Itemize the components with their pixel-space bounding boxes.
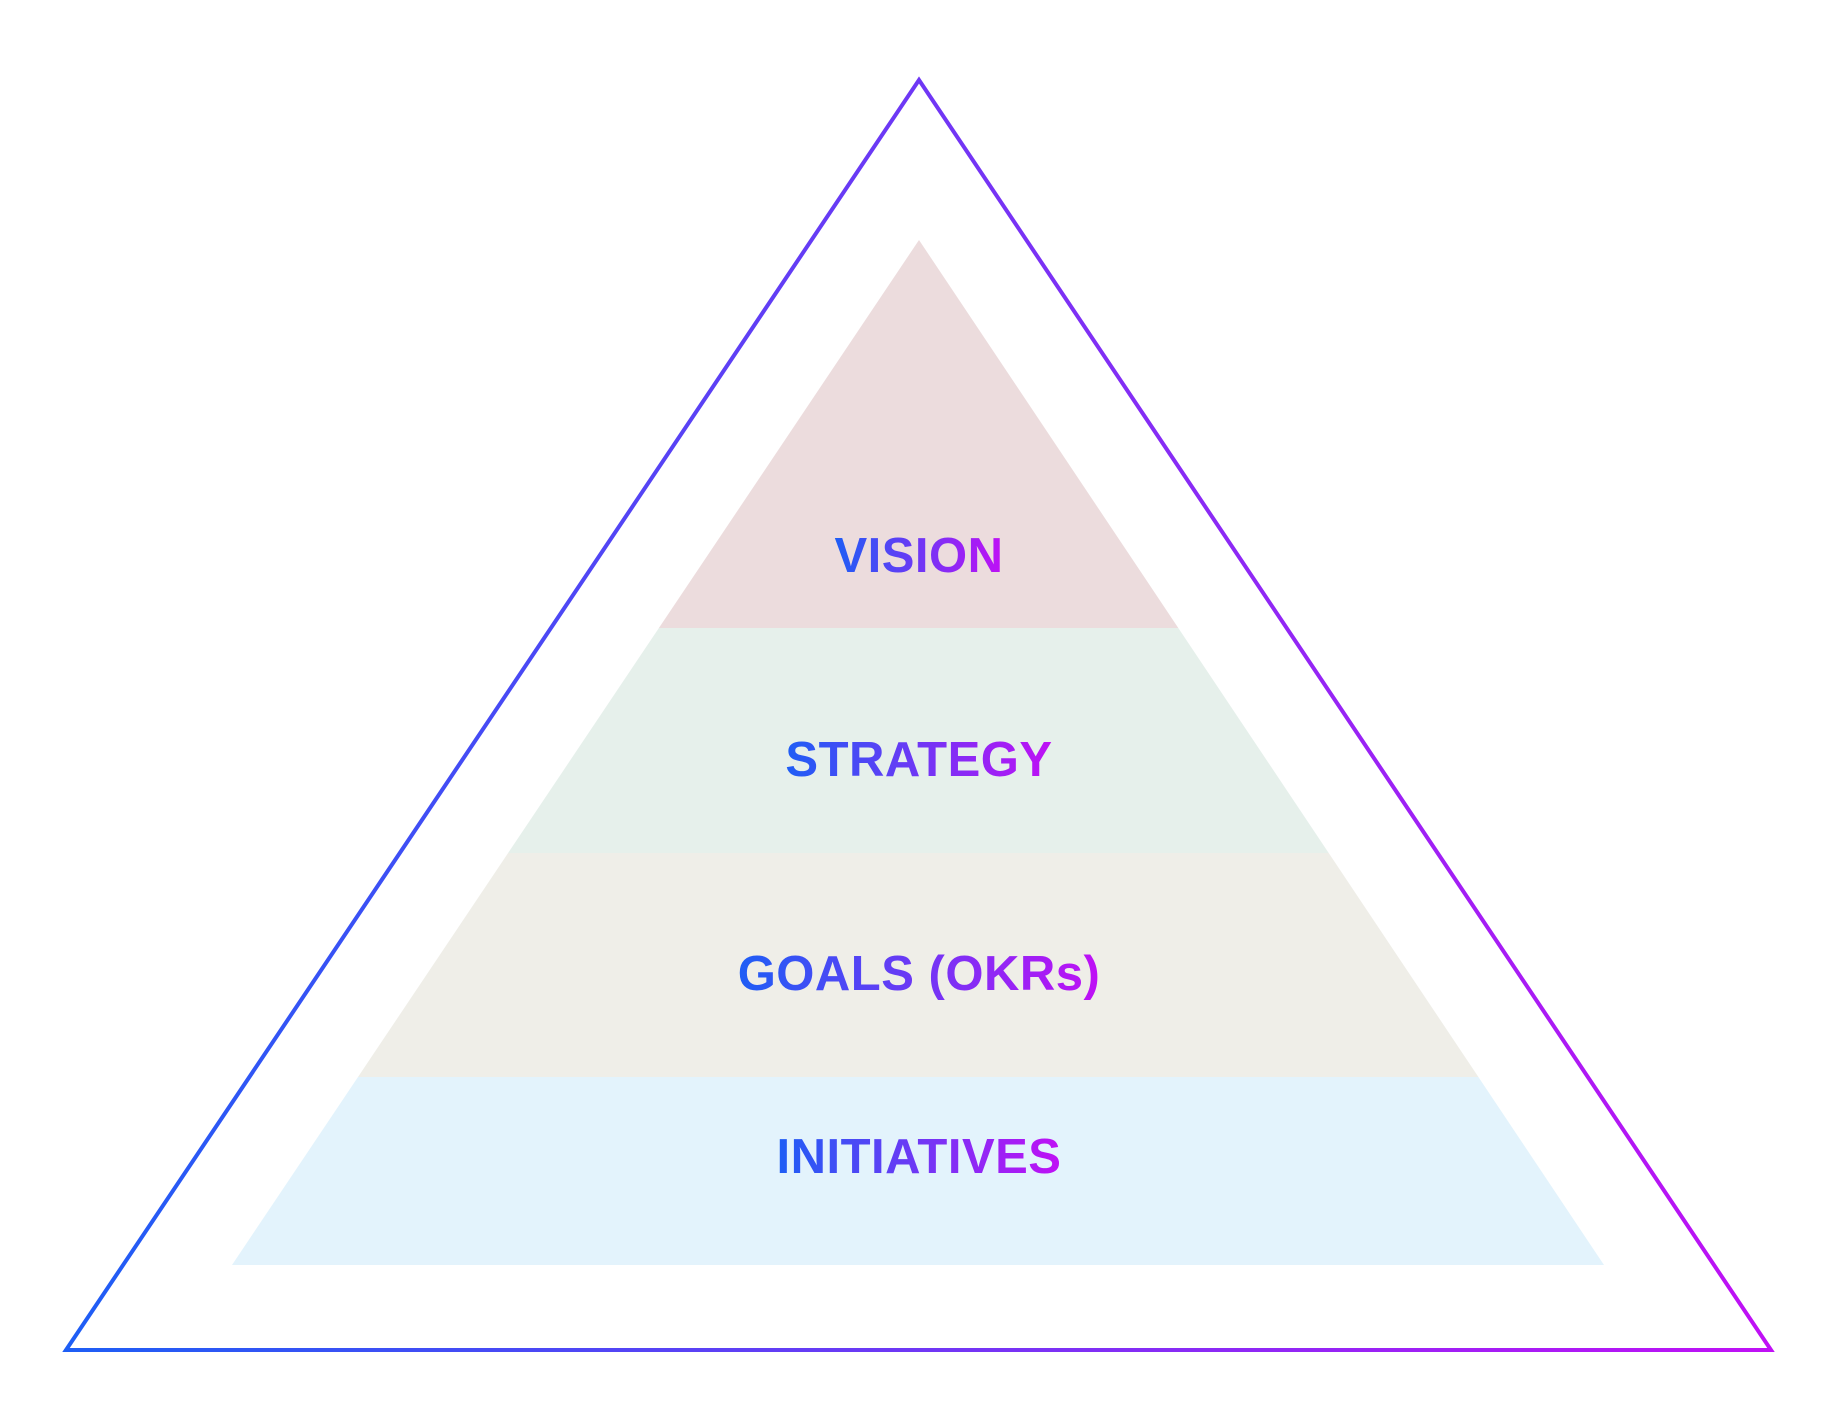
pyramid-layer-strategy: [508, 628, 1329, 853]
pyramid-layer-goals-okrs: [358, 853, 1479, 1077]
layer-label-initiatives: INITIATIVES: [776, 1130, 1061, 1184]
layer-label-vision: VISION: [834, 529, 1003, 583]
pyramid-outline: [62, 76, 1775, 1352]
pyramid-labels: VISION STRATEGY GOALS (OKRs) INITIATIVES: [738, 529, 1101, 1184]
pyramid-layer-vision: [658, 240, 1179, 628]
pyramid-layer-initiatives: [232, 1077, 1604, 1265]
pyramid-layers: [232, 240, 1604, 1265]
layer-label-goals: GOALS (OKRs): [738, 947, 1101, 1001]
layer-label-strategy: STRATEGY: [785, 733, 1052, 787]
